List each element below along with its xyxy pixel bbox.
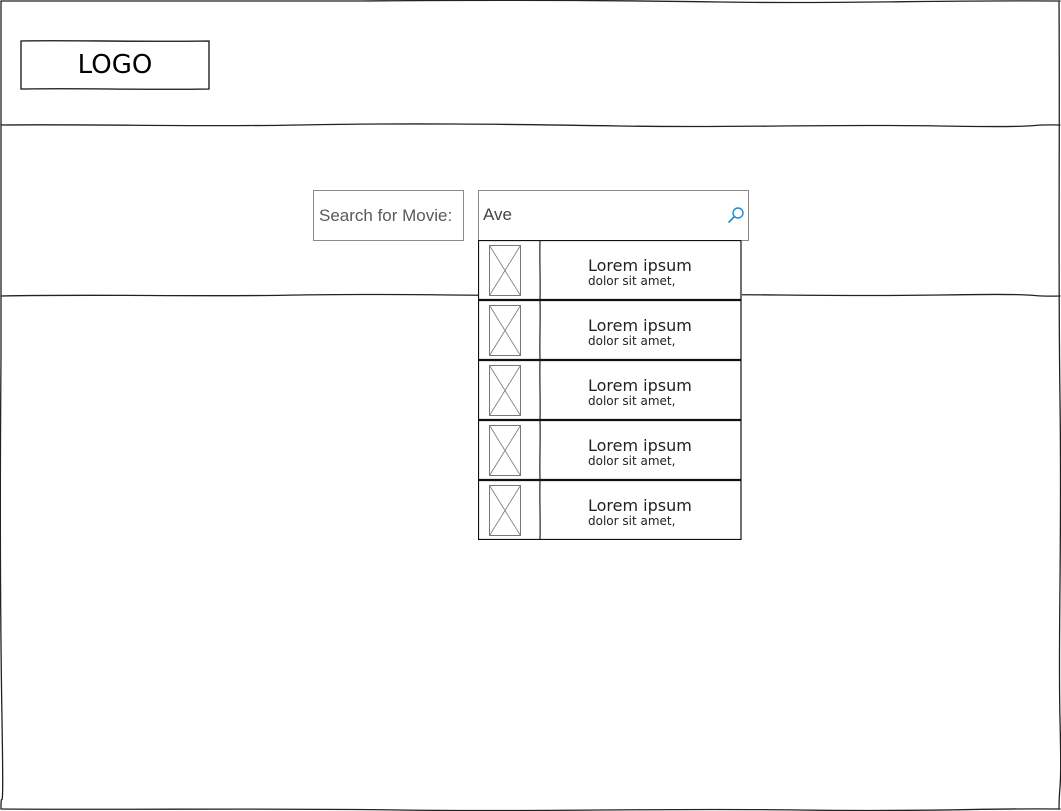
result-thumbnail-cell [478, 240, 540, 300]
result-thumbnail-cell [478, 360, 540, 420]
search-label-text: Search for Movie: [319, 205, 453, 225]
result-subtitle: dolor sit amet, [588, 334, 676, 348]
result-thumbnail-cell [478, 480, 540, 540]
result-subtitle: dolor sit amet, [588, 454, 676, 468]
result-title: Lorem ipsum [588, 256, 692, 275]
result-subtitle: dolor sit amet, [588, 514, 676, 528]
logo-text: LOGO [77, 50, 153, 80]
image-placeholder-icon [489, 365, 521, 416]
search-result-item[interactable]: Lorem ipsum dolor sit amet, [478, 240, 742, 300]
result-title: Lorem ipsum [588, 316, 692, 335]
search-results-dropdown: Lorem ipsum dolor sit amet, Lorem ipsum … [478, 240, 742, 540]
logo-frame [20, 40, 210, 90]
page-border-bottom [0, 808, 1061, 811]
search-label: Search for Movie: [313, 190, 464, 241]
image-placeholder-icon [489, 245, 521, 296]
logo[interactable]: LOGO [20, 40, 210, 90]
result-thumbnail-cell [478, 300, 540, 360]
result-title: Lorem ipsum [588, 376, 692, 395]
search-icon[interactable] [727, 206, 745, 224]
search-result-item[interactable]: Lorem ipsum dolor sit amet, [478, 420, 742, 480]
result-subtitle: dolor sit amet, [588, 394, 676, 408]
search-input-value[interactable]: Ave [483, 205, 512, 224]
search-result-item[interactable]: Lorem ipsum dolor sit amet, [478, 300, 742, 360]
result-title: Lorem ipsum [588, 496, 692, 515]
result-title: Lorem ipsum [588, 436, 692, 455]
search-result-item[interactable]: Lorem ipsum dolor sit amet, [478, 480, 742, 540]
image-placeholder-icon [489, 425, 521, 476]
search-input[interactable]: Ave [478, 190, 749, 241]
result-subtitle: dolor sit amet, [588, 274, 676, 288]
image-placeholder-icon [489, 485, 521, 536]
result-thumbnail-cell [478, 420, 540, 480]
image-placeholder-icon [489, 305, 521, 356]
search-result-item[interactable]: Lorem ipsum dolor sit amet, [478, 360, 742, 420]
